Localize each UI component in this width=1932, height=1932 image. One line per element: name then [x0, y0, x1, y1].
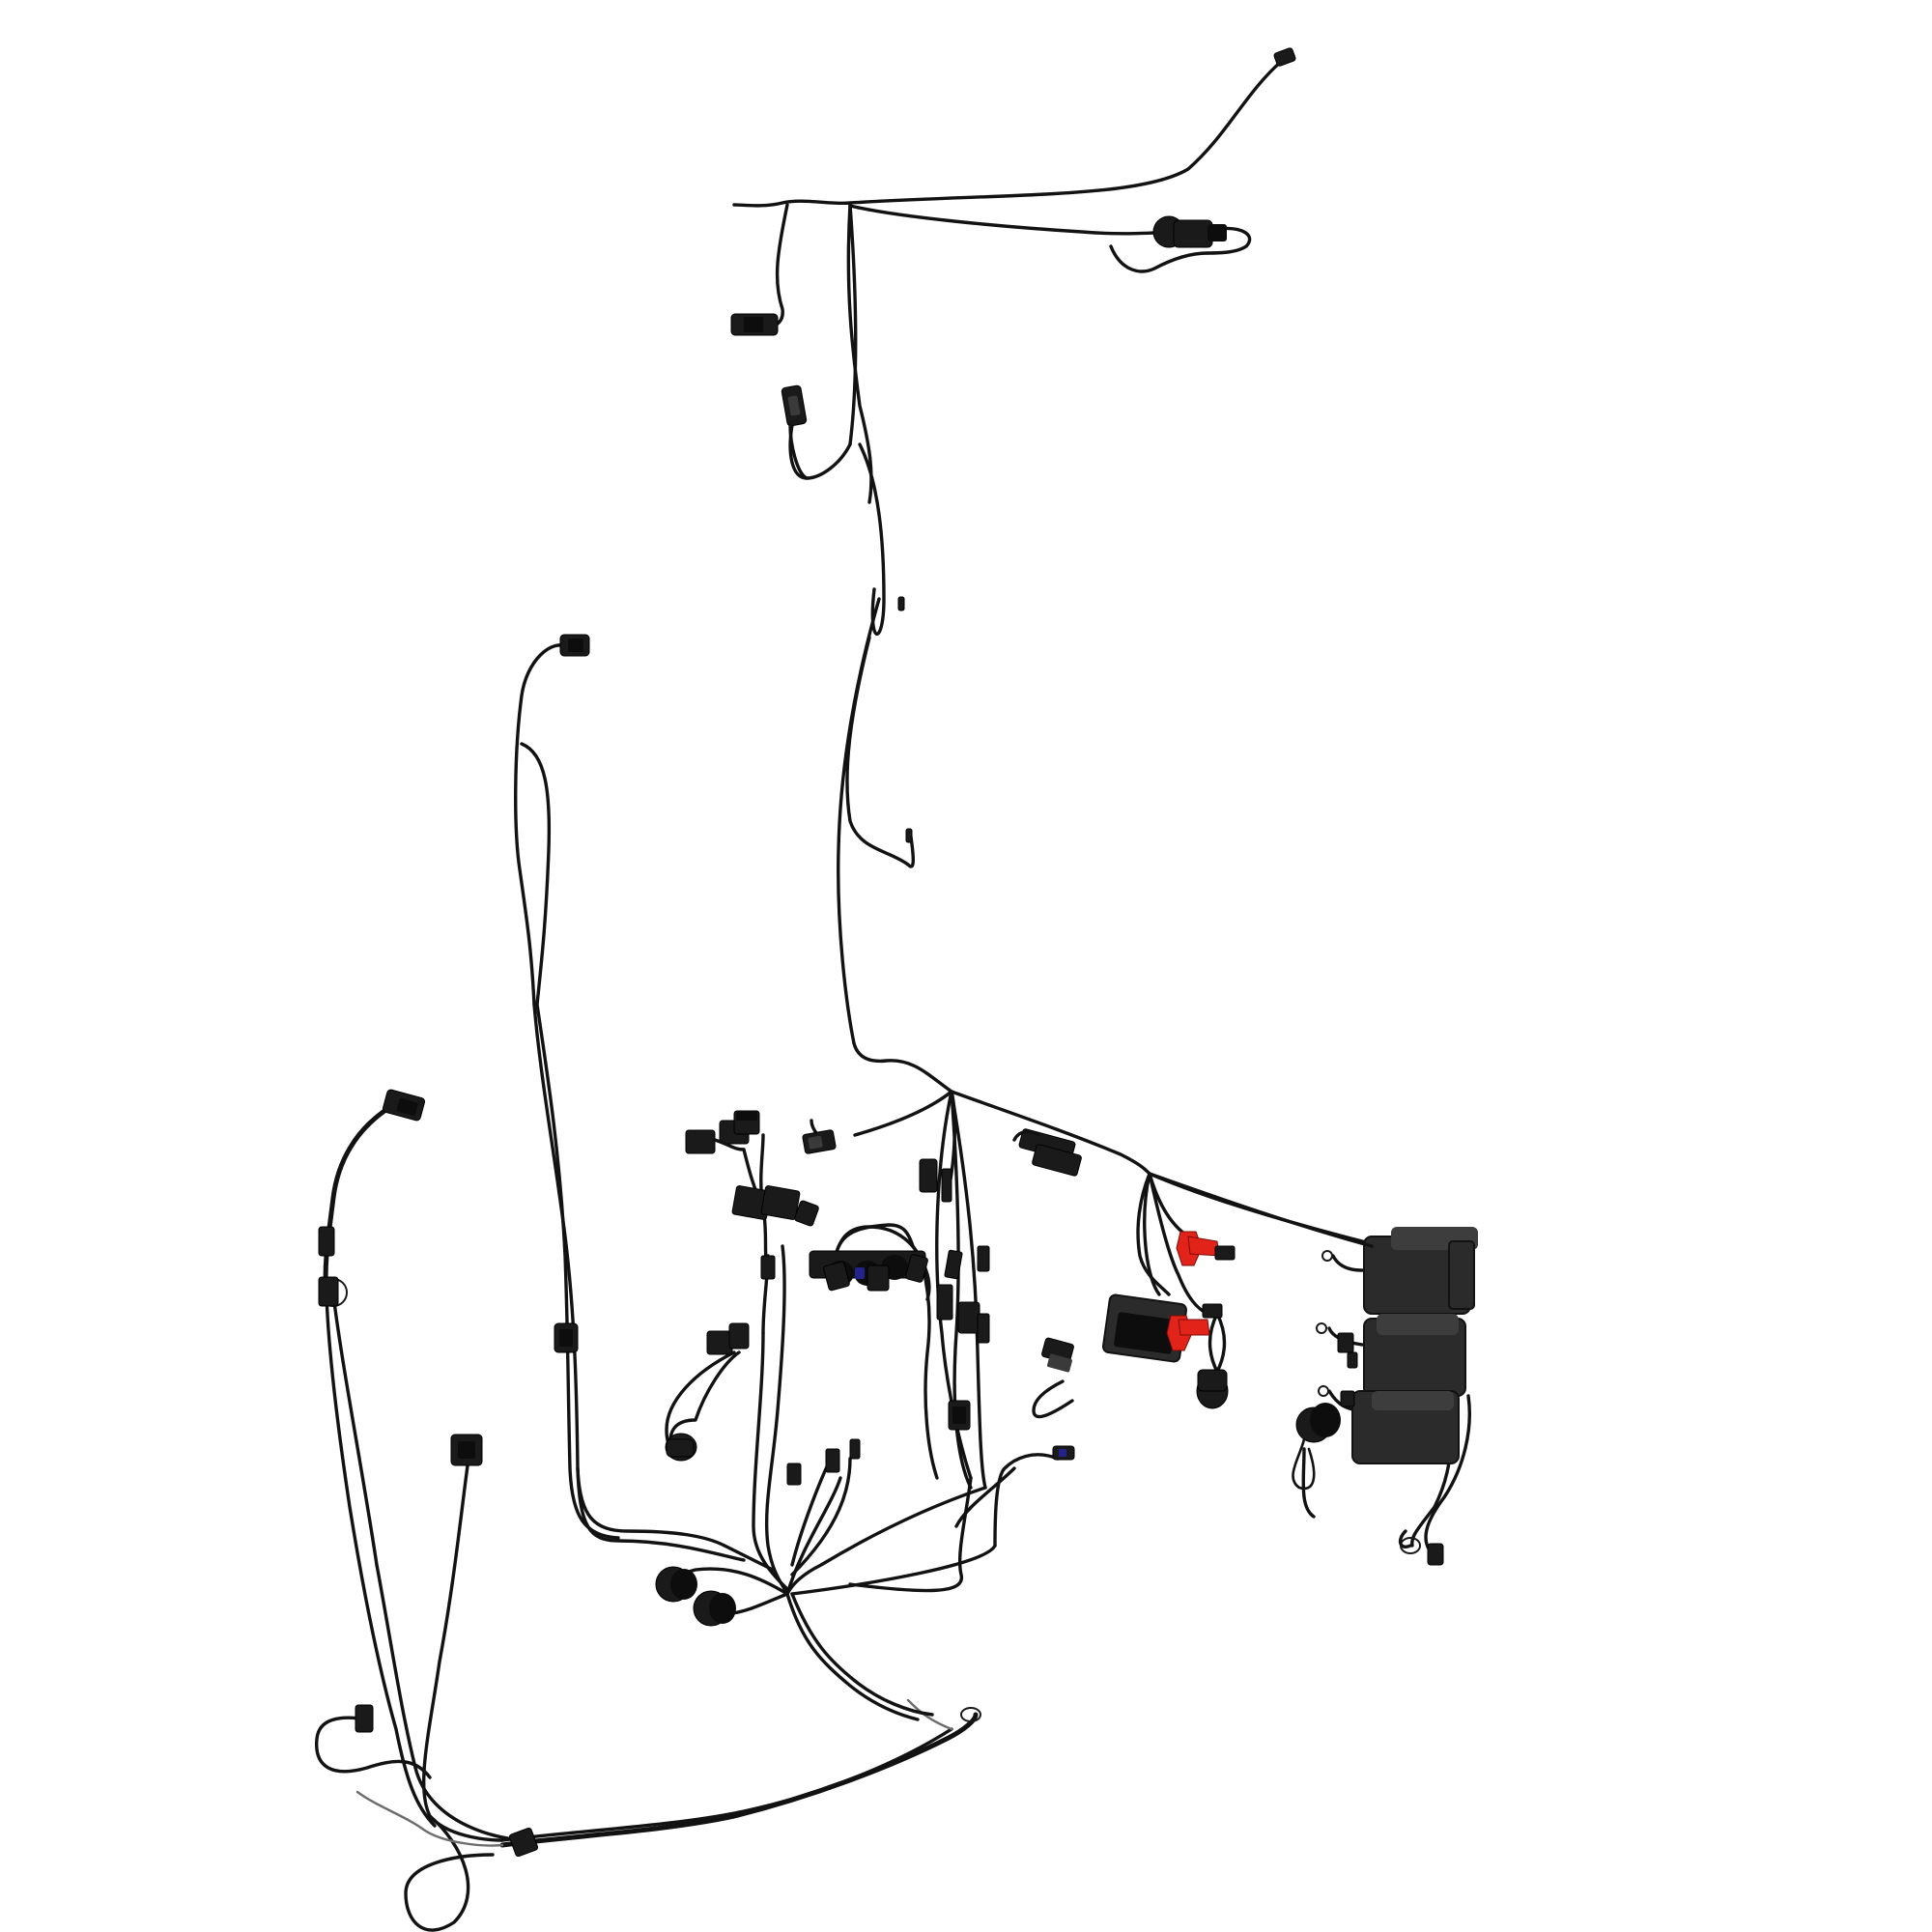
- connector-icon: [355, 1704, 374, 1733]
- far-left-branch: [315, 1089, 528, 1932]
- round-connectors-bottom: [655, 1433, 736, 1627]
- connector-icon: [905, 828, 913, 843]
- connector-icon: [318, 1226, 335, 1257]
- trunk-to-modules: [1148, 1172, 1374, 1248]
- connector-icon: [685, 1129, 716, 1154]
- ring-terminal-icon: [1321, 1250, 1333, 1262]
- left-center-connectors: [685, 1110, 837, 1355]
- connector-icon: [1427, 1543, 1444, 1566]
- bottom-bundle: [355, 1592, 981, 1858]
- ring-terminal-icon: [960, 1707, 981, 1722]
- hub-connectors: [786, 1128, 1082, 1486]
- connector-icon: [919, 1158, 938, 1193]
- connector-icon: [508, 1827, 539, 1858]
- fuse-box-group: [1101, 1172, 1236, 1409]
- connector-icon: [706, 1330, 733, 1355]
- central-hub: [576, 1090, 1383, 1615]
- ring-terminal-icon: [1316, 1322, 1327, 1334]
- left-long-branch: [514, 634, 746, 1562]
- top-right-connector-group: [1109, 215, 1252, 273]
- relay-row: [809, 1223, 931, 1301]
- connector-icon: [897, 596, 905, 611]
- top-trunk: [732, 59, 1284, 1094]
- connector-icon: [1273, 47, 1296, 67]
- connector-icon: [1173, 219, 1213, 248]
- connector-icon: [760, 1255, 776, 1280]
- ring-terminal-icon: [1318, 1385, 1329, 1397]
- connector-icon: [825, 1448, 840, 1473]
- stacked-modules: [1292, 1227, 1478, 1566]
